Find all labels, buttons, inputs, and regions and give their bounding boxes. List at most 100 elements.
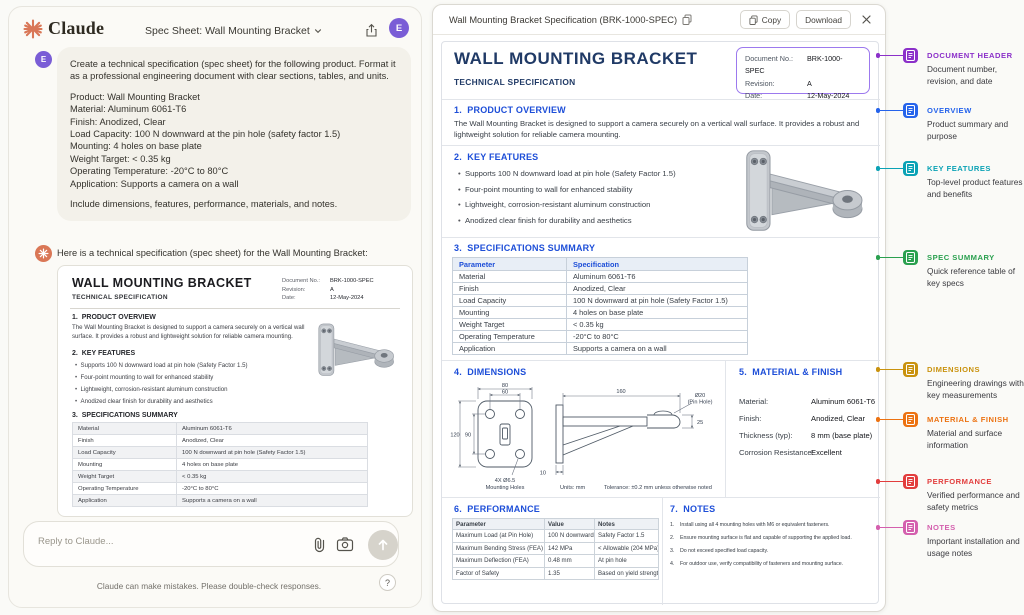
mf-value: Anodized, Clear xyxy=(811,414,866,423)
send-button[interactable] xyxy=(368,530,398,560)
user-message-line: Load Capacity: 100 N downward at the pin… xyxy=(70,129,341,140)
drawing-tolerance-note: Tolerance: ±0.2 mm unless otherwise note… xyxy=(604,485,712,491)
spec-subtitle: TECHNICAL SPECIFICATION xyxy=(454,77,576,87)
user-message-line: Finish: Anodized, Clear xyxy=(70,116,166,127)
user-message-line: Weight Target: < 0.35 kg xyxy=(70,153,171,164)
annotation-description: Document number, revision, and date xyxy=(927,64,998,86)
spec-title: WALL MOUNTING BRACKET xyxy=(454,49,698,68)
dim-label: 90 xyxy=(465,433,471,439)
table-cell: 100 N downward at pin hole (Safety Facto… xyxy=(566,294,748,307)
spec-title: WALL MOUNTING BRACKET xyxy=(72,276,252,290)
arrow-up-icon xyxy=(378,539,388,551)
table-header-row: Parameter Value Notes xyxy=(452,518,659,530)
mf-label: Thickness (typ): xyxy=(739,431,793,440)
user-avatar[interactable]: E xyxy=(389,18,409,38)
spec-subtitle: TECHNICAL SPECIFICATION xyxy=(72,294,168,301)
table-cell: Weight Target xyxy=(452,318,567,331)
document-icon xyxy=(903,474,918,489)
column-header: Notes xyxy=(594,518,659,530)
artifact-window: Wall Mounting Bracket Specification (BRK… xyxy=(432,4,886,612)
annotation-description: Engineering drawings with key measuremen… xyxy=(927,378,1024,400)
table-cell: Finish xyxy=(72,434,177,447)
meta-label: Document No.: xyxy=(282,278,320,284)
user-message-line: Application: Supports a camera on a wall xyxy=(70,178,239,189)
connector-line xyxy=(876,417,903,421)
annotation-title: DIMENSIONS xyxy=(927,365,981,374)
meta-value: BRK-1000-SPEC xyxy=(330,278,374,284)
features-list: Supports 100 N downward load at pin hole… xyxy=(75,360,305,408)
share-button[interactable] xyxy=(361,20,381,40)
section-heading-material: 5. MATERIAL & FINISH xyxy=(739,367,843,377)
connector-line xyxy=(876,525,903,529)
reply-input[interactable] xyxy=(38,536,288,547)
table-cell: -20°C to 80°C xyxy=(176,482,368,495)
section-heading-features: 2. KEY FEATURES xyxy=(72,350,136,357)
claude-starburst-icon xyxy=(23,18,43,39)
dim-label: (Pin Hole) xyxy=(688,400,713,406)
document-header-box: Document No.:BRK-1000-SPEC Revision:A Da… xyxy=(736,47,870,100)
note-number: 2. xyxy=(670,534,675,541)
user-message-line: Operating Temperature: -20°C to 80°C xyxy=(70,166,229,177)
copy-button[interactable]: Copy xyxy=(739,10,791,29)
notes-list: 1.Install using all 4 mounting holes wit… xyxy=(670,519,876,571)
section-heading-overview: 1. PRODUCT OVERVIEW xyxy=(72,314,156,321)
artifact-title-label: Wall Mounting Bracket Specification (BRK… xyxy=(449,14,678,25)
user-message-line: Mounting: 4 holes on base plate xyxy=(70,141,202,152)
table-row: Maximum Bending Stress (FEA)142 MPa< All… xyxy=(452,541,659,555)
conversation-title[interactable]: Spec Sheet: Wall Mounting Bracket xyxy=(145,25,322,37)
column-header: Parameter xyxy=(452,518,545,530)
meta-label: Document No.: xyxy=(745,54,793,63)
mf-value: 8 mm (base plate) xyxy=(811,431,873,440)
screenshot-button[interactable] xyxy=(336,536,354,557)
table-row: Operating Temperature-20°C to 80°C xyxy=(72,482,368,495)
section-heading-summary: 3. SPECIFICATIONS SUMMARY xyxy=(454,243,596,253)
column-header: Parameter xyxy=(452,257,567,271)
bracket-render-image xyxy=(318,323,394,376)
annotation-title: MATERIAL & FINISH xyxy=(927,415,1009,424)
table-cell: < Allowable (204 MPa) xyxy=(594,541,659,555)
meta-value: 12-May-2024 xyxy=(807,90,850,100)
annotation-description: Quick reference table of key specs xyxy=(927,266,1016,288)
annotation-description: Verified performance and safety metrics xyxy=(927,490,1020,512)
note-text: Do not exceed specified load capacity. xyxy=(680,547,769,554)
meta-label: Date: xyxy=(282,295,296,302)
reply-composer[interactable] xyxy=(23,521,399,567)
table-cell: Maximum Deflection (FEA) xyxy=(452,554,545,568)
user-message: Create a technical specification (spec s… xyxy=(57,47,411,222)
document-icon xyxy=(903,412,918,427)
table-cell: Weight Target xyxy=(72,470,177,483)
dim-label: 60 xyxy=(502,390,508,396)
dim-label: 160 xyxy=(616,389,625,395)
spec-sheet-card[interactable]: WALL MOUNTING BRACKET TECHNICAL SPECIFIC… xyxy=(57,265,413,517)
table-row: Maximum Load (at Pin Hole)100 N downward… xyxy=(452,529,659,543)
share-icon xyxy=(365,23,377,37)
meta-value: 12-May-2024 xyxy=(330,295,364,302)
annotation-description: Top-level product features and benefits xyxy=(927,177,1023,199)
connector-line xyxy=(876,255,903,259)
mf-value: Aluminum 6061-T6 xyxy=(811,397,876,406)
feature-item: Supports 100 N downward load at pin hole… xyxy=(458,166,718,182)
note-text: Install using all 4 mounting holes with … xyxy=(680,522,830,528)
download-button[interactable]: Download xyxy=(796,10,851,29)
section-heading-dimensions: 4. DIMENSIONS xyxy=(454,367,527,377)
copy-icon[interactable] xyxy=(682,14,692,25)
connector-line xyxy=(876,166,903,170)
attach-button[interactable] xyxy=(312,536,327,558)
artifact-title: Wall Mounting Bracket Specification (BRK… xyxy=(449,14,692,25)
close-button[interactable] xyxy=(857,11,875,29)
feature-item: Anodized clear finish for durability and… xyxy=(75,396,305,408)
assistant-avatar xyxy=(35,245,52,262)
table-cell: 4 holes on base plate xyxy=(176,458,368,471)
dim-label: 120 xyxy=(450,433,459,439)
note-text: Ensure mounting surface is flat and capa… xyxy=(680,534,852,541)
claude-logo[interactable]: Claude xyxy=(23,18,104,39)
help-button[interactable]: ? xyxy=(379,574,396,591)
feature-item: Anodized clear finish for durability and… xyxy=(458,213,718,229)
table-cell: < 0.35 kg xyxy=(176,470,368,483)
table-cell: Anodized, Clear xyxy=(176,434,368,447)
